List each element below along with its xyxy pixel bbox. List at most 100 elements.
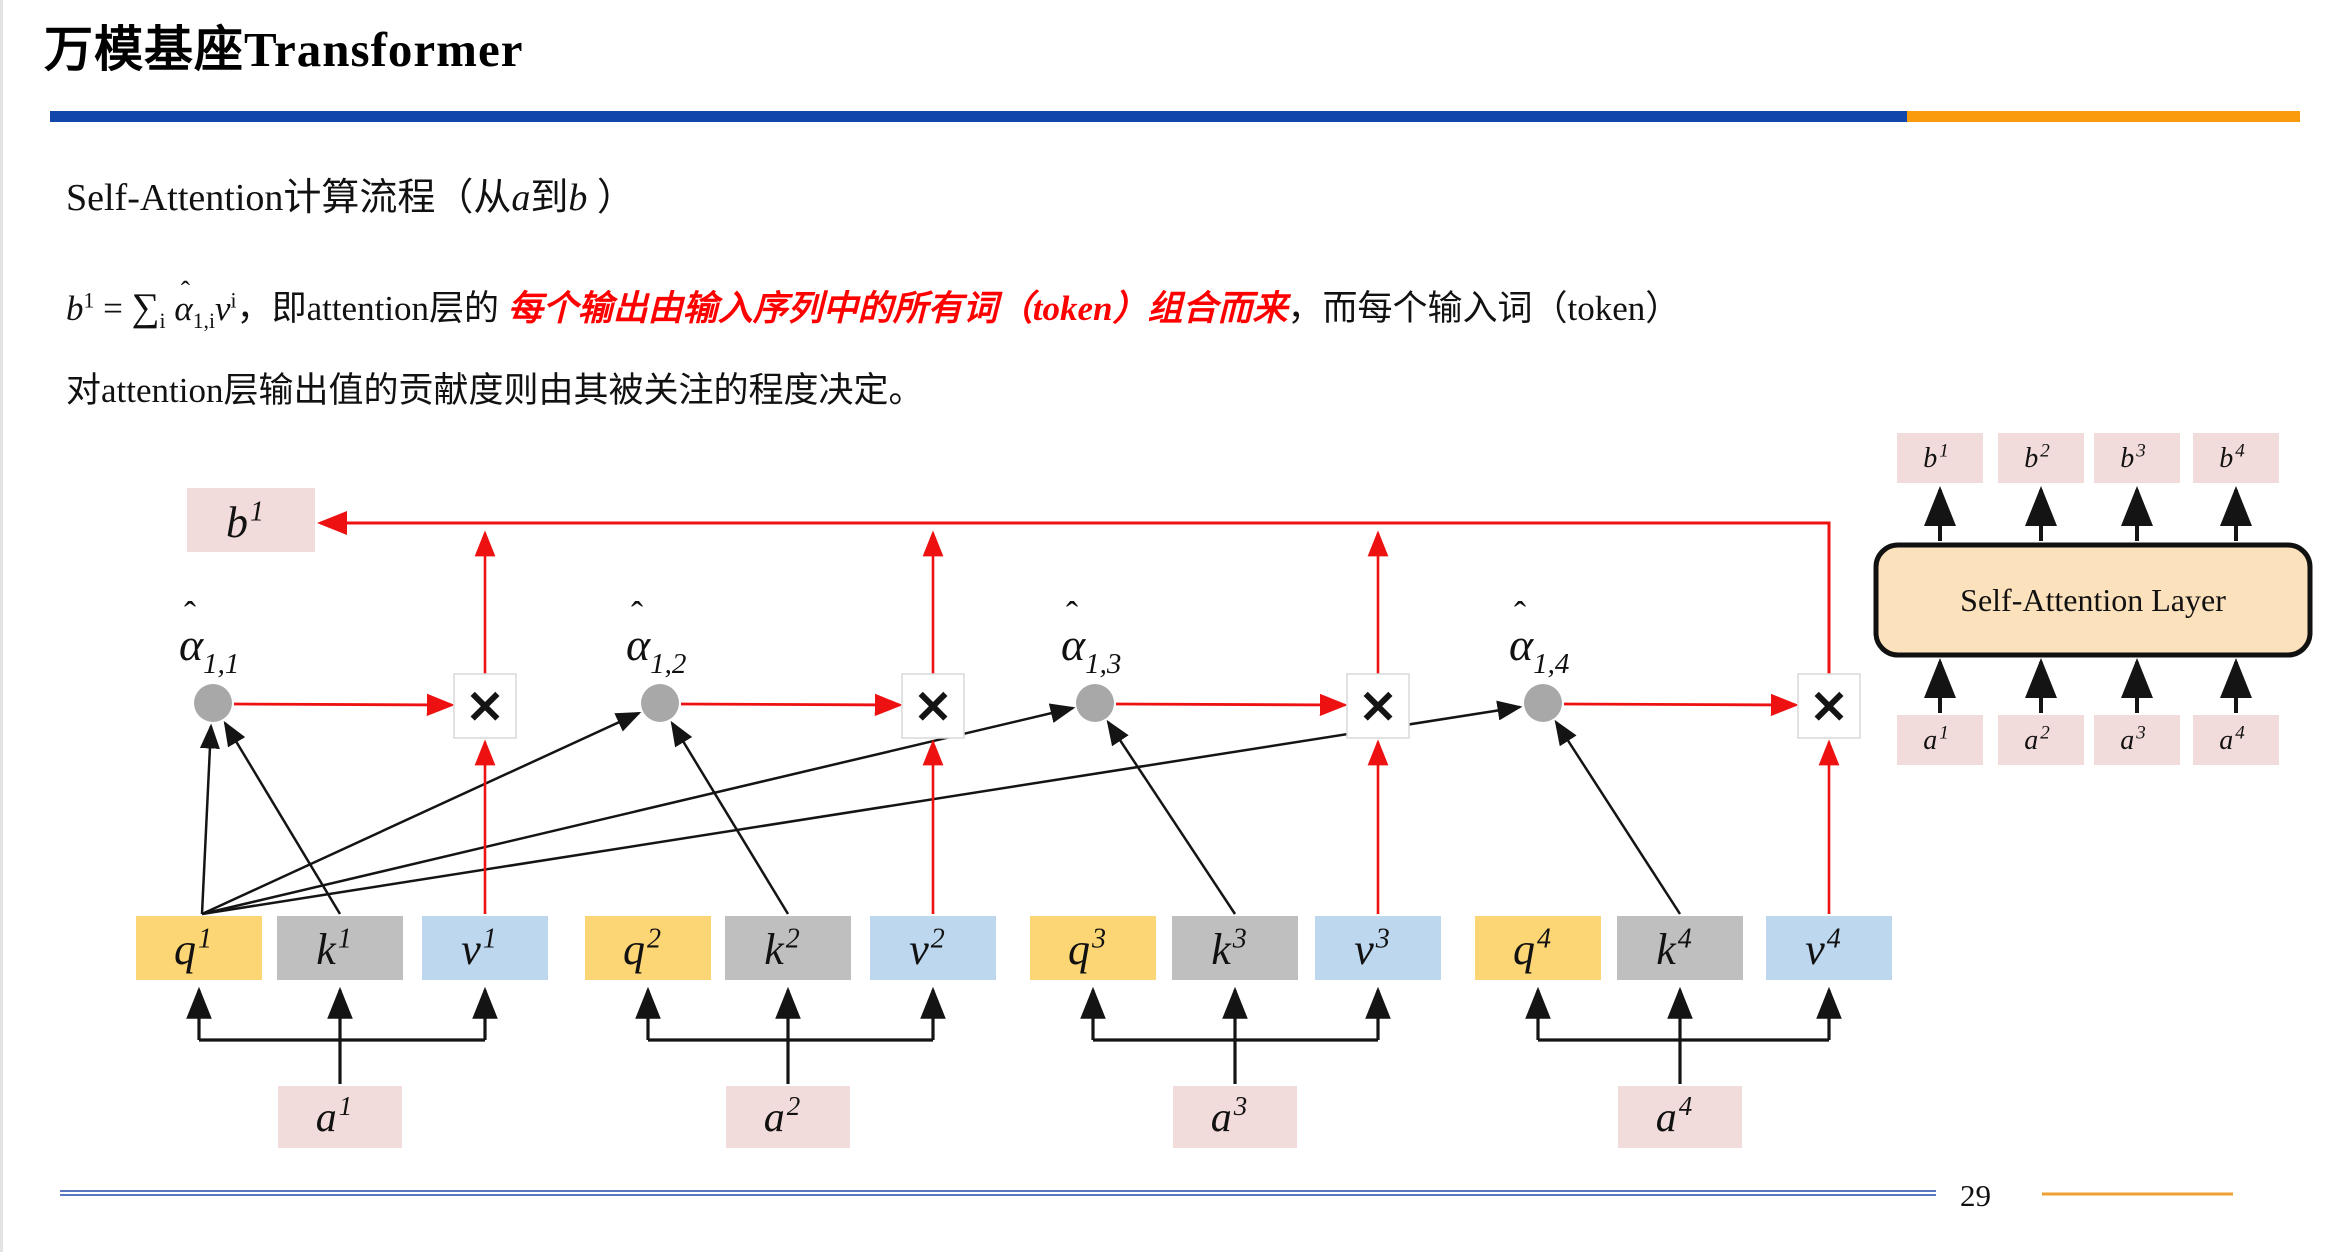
alpha-node-4 [1524, 684, 1562, 722]
formula-v: v [214, 289, 231, 328]
alpha-label-1: α1,1 [179, 619, 239, 680]
red-alpha-to-times-arrow-2 [680, 693, 903, 717]
v-box-4 [1766, 916, 1892, 980]
formula-v-sup: i [230, 288, 237, 313]
k-label-4: k4 [1656, 923, 1692, 974]
multiply-icon-2: ✕ [914, 682, 953, 733]
legend-b-box-2 [1998, 433, 2084, 483]
math-a: a [511, 177, 531, 219]
b1-output-box [187, 488, 315, 552]
b1-label: b1 [226, 496, 264, 547]
k-box-2 [725, 916, 851, 980]
q-label-2: q2 [623, 923, 661, 974]
a-label-2: a2 [764, 1091, 801, 1141]
header-accent-bar [50, 111, 2300, 122]
a-label-3: a3 [1211, 1091, 1248, 1141]
v-label-2: v2 [909, 923, 945, 974]
legend-a-box-2 [1998, 715, 2084, 765]
k-label-2: k2 [764, 923, 800, 974]
alpha-hat-4: ˆ [1514, 594, 1526, 634]
q-box-2 [585, 916, 711, 980]
alpha-hat-1: ˆ [184, 594, 196, 634]
k-to-alpha-arrow-4 [1554, 719, 1682, 915]
alpha-hat-3: ˆ [1066, 594, 1078, 634]
math-b: b [568, 177, 588, 219]
section-heading-text: Self-Attention计算流程（从 [66, 177, 512, 219]
multiply-icon-3: ✕ [1359, 682, 1398, 733]
v-label-3: v3 [1354, 923, 1390, 974]
alpha-label-2: α1,2 [626, 619, 686, 680]
q-label-4: q4 [1513, 923, 1551, 974]
self-attention-layer-box [1873, 542, 2313, 658]
body-text: ，而每个输入词（token） [1287, 289, 1681, 328]
section-heading-text: ） [587, 177, 635, 219]
alpha-node-2 [641, 684, 679, 722]
q-box-3 [1030, 916, 1156, 980]
alpha-label-4: α1,4 [1509, 619, 1569, 680]
times-box-4 [1797, 673, 1861, 739]
q1-to-alpha-arrow-1 [199, 723, 220, 915]
times-box-2 [901, 673, 965, 739]
q-box-1 [136, 916, 262, 980]
k-to-alpha-arrow-3 [1106, 719, 1237, 915]
self-attention-layer-label: Self-Attention Layer [1960, 582, 2226, 618]
q1-to-alpha-arrow-4 [201, 700, 1523, 916]
section-heading: Self-Attention计算流程（从a到b ） [66, 166, 635, 221]
alpha-node-3 [1076, 684, 1114, 722]
v-label-1: v1 [461, 923, 497, 974]
k-box-4 [1617, 916, 1743, 980]
slide-title: 万模基座Transformer [44, 22, 524, 77]
k-box-3 [1172, 916, 1298, 980]
legend-a-box-1 [1897, 715, 1983, 765]
v-box-2 [870, 916, 996, 980]
k-label-3: k3 [1211, 923, 1247, 974]
red-sum-to-b1-arrow [317, 511, 1831, 674]
red-alpha-to-times-arrow-1 [233, 693, 455, 717]
page-number: 29 [1960, 1178, 1991, 1213]
k-box-1 [277, 916, 403, 980]
accent-bar-orange [1907, 111, 2300, 122]
body-paragraph-line2: 对attention层输出值的贡献度则由其被关注的程度决定。 [66, 371, 924, 410]
formula-sum-index: i [159, 309, 166, 333]
v-box-3 [1315, 916, 1441, 980]
a-box-2 [726, 1086, 850, 1148]
red-alpha-to-times-arrow-4 [1563, 693, 1799, 717]
multiply-icon-1: ✕ [466, 682, 505, 733]
q1-to-alpha-arrow-3 [201, 703, 1076, 916]
k-label-1: k1 [316, 923, 352, 974]
formula-b: b [66, 289, 84, 328]
legend-b-box-1 [1897, 433, 1983, 483]
v-label-4: v4 [1805, 923, 1841, 974]
times-box-1 [453, 673, 517, 739]
formula-equals: = [94, 289, 132, 328]
k-to-alpha-arrow-1 [223, 720, 342, 915]
legend-b-box-3 [2094, 433, 2180, 483]
legend-a-box-3 [2094, 715, 2180, 765]
alpha-label-3: α1,3 [1061, 619, 1121, 680]
accent-bar-blue [50, 111, 1907, 122]
times-box-3 [1346, 673, 1410, 739]
section-heading-text: 到 [530, 177, 569, 219]
body-text: ， [236, 289, 272, 328]
q1-to-alpha-arrow-2 [201, 711, 642, 916]
body-text: 即attention层的 [271, 289, 508, 328]
alpha-node-1 [194, 684, 232, 722]
formula-sum-icon: ∑ [131, 286, 160, 329]
legend-a-box-4 [2193, 715, 2279, 765]
q-label-1: q1 [174, 923, 212, 974]
a-box-3 [1173, 1086, 1297, 1148]
formula-alpha-sub: 1,i [192, 309, 215, 333]
q-label-3: q3 [1068, 923, 1106, 974]
red-alpha-to-times-arrow-3 [1115, 693, 1348, 717]
